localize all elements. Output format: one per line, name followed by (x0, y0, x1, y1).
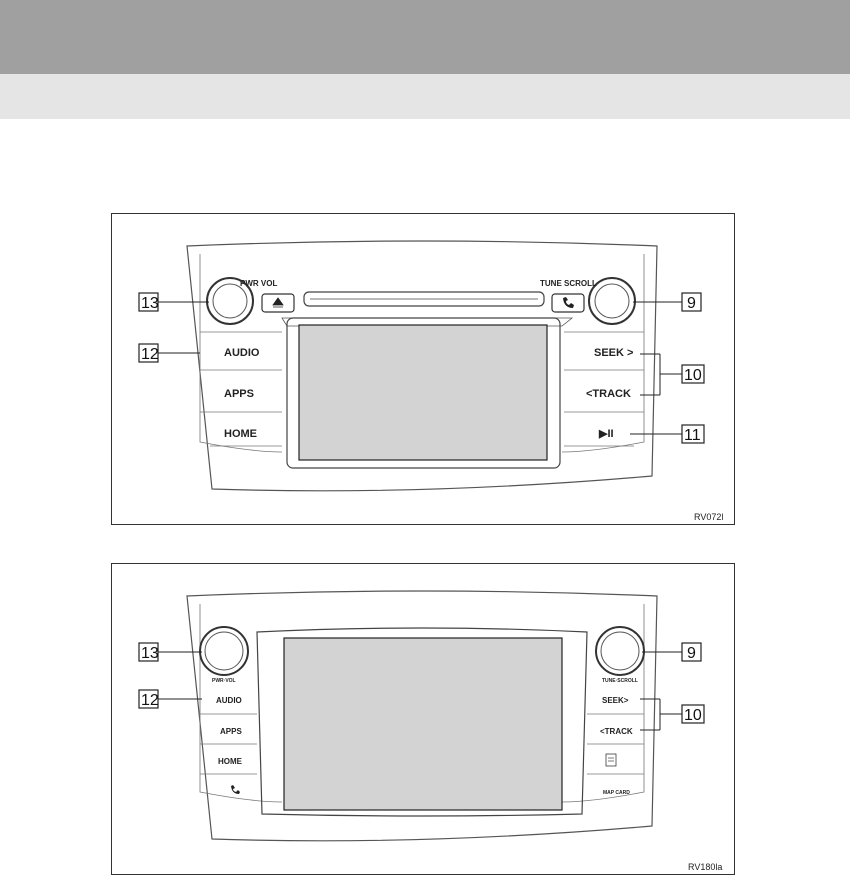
figure-head-unit-2: PWR·VOL TUNE·SCROLL AUDIO APPS HOME SEEK… (111, 563, 735, 875)
pwr-vol-label: PWR·VOL (212, 678, 236, 684)
audio-button[interactable]: AUDIO (216, 696, 242, 705)
apps-button[interactable]: APPS (220, 727, 242, 736)
figure-code: RV072l (694, 512, 723, 522)
callout-9: 9 (681, 292, 702, 312)
callout-13: 13 (138, 642, 159, 662)
power-volume-knob[interactable] (206, 277, 254, 325)
figure-code: RV180la (688, 862, 722, 872)
callout-12: 12 (138, 689, 159, 709)
seek-button[interactable]: SEEK> (602, 696, 629, 705)
eject-button[interactable] (261, 293, 295, 313)
svg-text:12: 12 (141, 692, 159, 709)
home-button[interactable]: HOME (218, 757, 243, 766)
svg-text:10: 10 (684, 707, 702, 724)
svg-text:10: 10 (684, 367, 702, 384)
tune-scroll-knob[interactable] (588, 277, 636, 325)
map-card-button[interactable]: MAP CARD (603, 790, 630, 796)
tune-scroll-label: TUNE·SCROLL (602, 678, 638, 684)
seek-button[interactable]: SEEK > (594, 347, 633, 359)
tune-scroll-label: TUNE SCROLL (540, 279, 597, 288)
callout-10: 10 (681, 364, 705, 384)
media-icon[interactable] (605, 753, 617, 767)
track-button[interactable]: <TRACK (600, 727, 633, 736)
svg-text:9: 9 (687, 295, 696, 312)
tune-scroll-knob[interactable] (595, 626, 645, 676)
phone-button[interactable] (551, 293, 585, 313)
callout-13: 13 (138, 292, 159, 312)
svg-text:13: 13 (141, 295, 159, 312)
callout-11: 11 (681, 424, 705, 444)
svg-text:13: 13 (141, 645, 159, 662)
phone-icon (563, 297, 574, 308)
track-button[interactable]: <TRACK (586, 388, 631, 400)
phone-icon[interactable] (231, 785, 240, 794)
svg-text:11: 11 (684, 427, 701, 444)
pwr-vol-label: PWR VOL (240, 279, 277, 288)
header-bar (0, 0, 850, 74)
home-button[interactable]: HOME (224, 428, 257, 440)
eject-icon (272, 297, 284, 308)
svg-text:12: 12 (141, 346, 159, 363)
svg-text:9: 9 (687, 645, 696, 662)
callout-9: 9 (681, 642, 702, 662)
apps-button[interactable]: APPS (224, 388, 254, 400)
callout-12: 12 (138, 343, 159, 363)
display-screen[interactable] (283, 637, 563, 811)
figure-head-unit-1: PWR VOL TUNE SCROLL AUDIO APPS HOME SEEK… (111, 213, 735, 525)
audio-button[interactable]: AUDIO (224, 347, 260, 359)
display-screen[interactable] (298, 324, 548, 461)
play-pause-button[interactable]: ▶II (598, 428, 614, 440)
callout-10: 10 (681, 704, 705, 724)
subheader-bar (0, 74, 850, 119)
power-volume-knob[interactable] (199, 626, 249, 676)
